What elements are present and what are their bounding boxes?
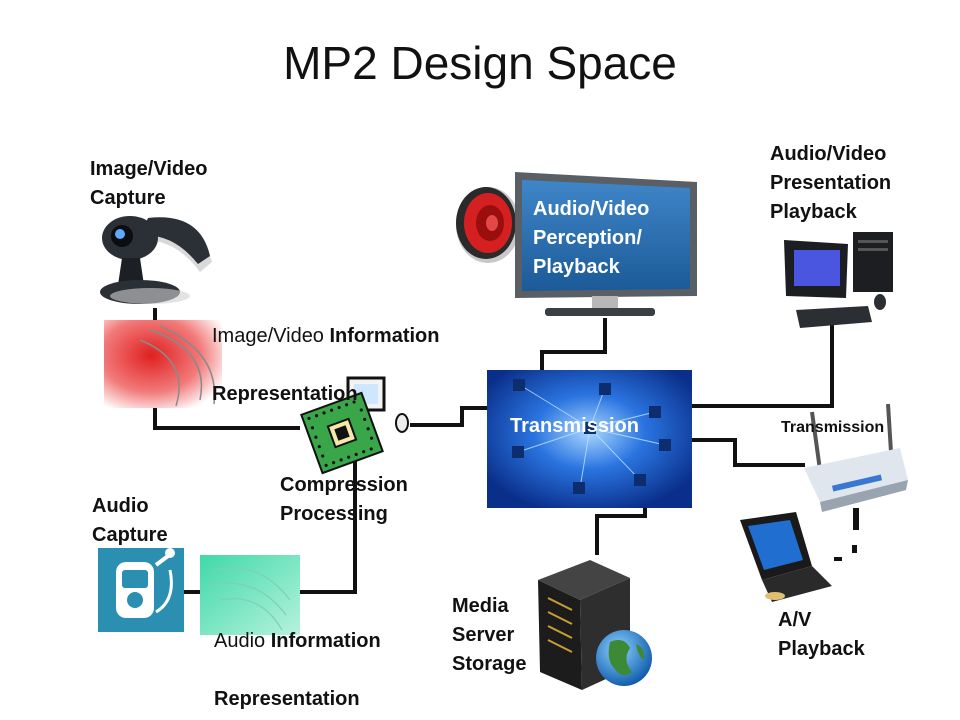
wire-network-to-desktop: [655, 320, 834, 408]
label-av-presentation-playback: Audio/Video Presentation Playback: [770, 143, 892, 223]
label-compression-processing: Compression Processing: [280, 474, 408, 525]
label-audio-information-representation: Audio Information Representation: [214, 598, 381, 714]
webcam-icon: [100, 216, 212, 304]
label-av-perception-playback: Audio/Video Perception/ Playback: [533, 198, 650, 278]
audio-recorder-icon: [98, 548, 184, 632]
label-audio-capture: Audio Capture: [92, 495, 168, 546]
network-icon: [487, 370, 692, 508]
label-text: Audio: [214, 630, 271, 652]
wireless-router-icon: [804, 403, 908, 561]
label-text-bold: Information: [270, 630, 381, 652]
image-data-icon: [104, 320, 222, 408]
label-text: Image/Video: [212, 325, 330, 347]
label-transmission-wireless: Transmission: [781, 419, 885, 436]
label-text-bold: Information: [329, 325, 440, 347]
wire-network-to-router: [655, 438, 805, 467]
monitor-icon: [515, 172, 697, 316]
laptop-icon: [740, 512, 832, 602]
label-av-playback: A/V Playback: [778, 609, 865, 660]
globe-icon: [596, 630, 652, 686]
page-title: MP2 Design Space: [283, 37, 677, 89]
label-media-server-storage: Media Server Storage: [452, 595, 527, 675]
wire-chip-to-network: [410, 406, 500, 427]
label-transmission-network: Transmission: [510, 415, 639, 437]
label-image-video-information-representation: Image/Video Information Representation: [212, 293, 440, 409]
label-image-video-capture: Image/Video Capture: [90, 158, 208, 209]
label-text-line2: Representation: [214, 688, 360, 710]
desktop-computer-icon: [784, 232, 893, 328]
speaker-icon: [456, 187, 520, 263]
audio-data-icon: [200, 555, 300, 635]
chip-icon: [300, 376, 409, 475]
label-text-line2: Representation: [212, 383, 358, 405]
